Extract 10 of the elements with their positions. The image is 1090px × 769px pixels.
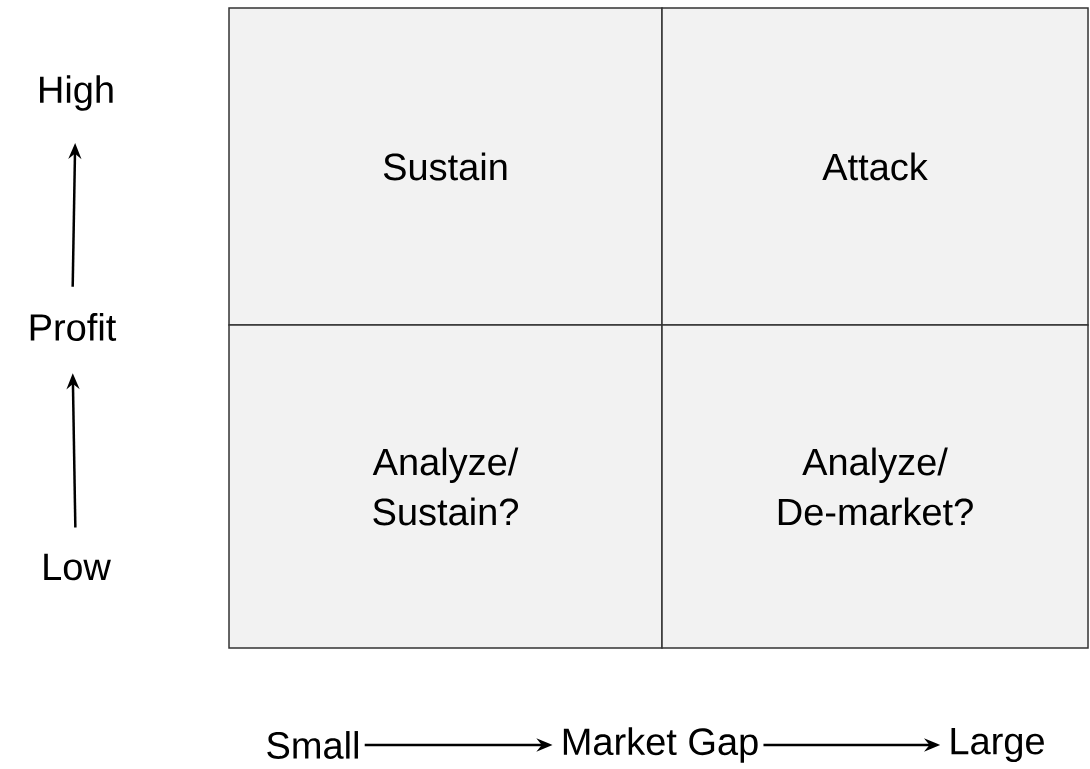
axis-label: Low — [44, 553, 111, 581]
axis-label: Small — [267, 731, 358, 759]
quadrant-cell: Analyze/ Sustain? — [228, 324, 663, 649]
axis-label: Market Gap — [563, 727, 758, 763]
quadrant-cell: Attack — [661, 7, 1089, 326]
quadrant-cell: Sustain — [228, 7, 663, 326]
axis-label: Large — [951, 728, 1044, 762]
quadrant-cell: Analyze/ De-market? — [661, 324, 1089, 649]
axis-label: High — [40, 75, 113, 111]
axis-label: Profit — [30, 313, 117, 341]
